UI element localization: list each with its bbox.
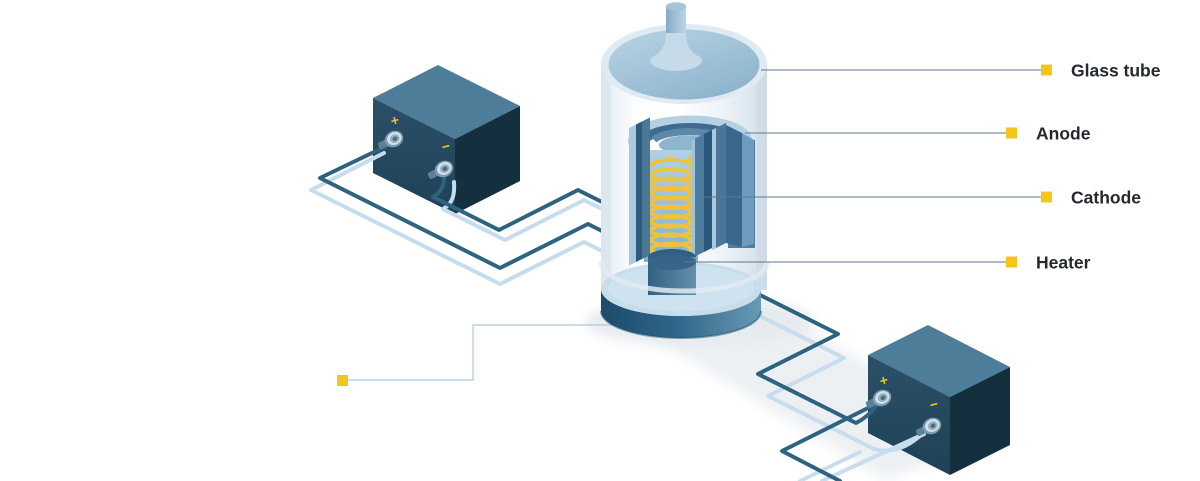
- glass-bottom-rim: [598, 261, 770, 294]
- battery-left: [373, 65, 520, 214]
- wire-right-dark-a: [740, 284, 878, 425]
- anode-cut-highlight: [712, 128, 716, 250]
- anode-label: Anode: [1036, 124, 1091, 144]
- battery-left-terminals: + −: [375, 111, 457, 184]
- anode-outer-right: [742, 133, 754, 247]
- battery-right-side-face: [950, 367, 1010, 475]
- battery-right-front-face: [868, 355, 950, 475]
- anode-cut-edge-left: [629, 124, 636, 266]
- tube-base: [598, 254, 770, 339]
- anode-inner-right: [726, 125, 742, 247]
- vacuum-tube: [598, 2, 770, 339]
- gap-left: [636, 121, 642, 262]
- gap-right: [704, 130, 712, 252]
- tube-top: [601, 2, 767, 104]
- glass-tube-label: Glass tube: [1071, 61, 1161, 81]
- battery-right-plus-symbol: +: [878, 371, 890, 389]
- wire-left-dark-a: [318, 139, 614, 270]
- callouts: Glass tube Anode Cathode Heater: [337, 61, 1161, 386]
- base-marker: [337, 375, 348, 386]
- base-side: [601, 289, 761, 338]
- battery-left-minus-symbol: −: [440, 137, 452, 155]
- electrode-assembly: [628, 115, 755, 295]
- anode-marker: [1006, 127, 1017, 139]
- cathode-label: Cathode: [1071, 188, 1141, 208]
- battery-left-front-face: [373, 98, 455, 214]
- base-callout-line: [348, 324, 640, 381]
- battery-left-plus-symbol: +: [389, 111, 401, 129]
- heater-marker: [1006, 256, 1017, 268]
- battery-left-side-face: [455, 106, 520, 214]
- cathode-cut-edge-left: [642, 117, 650, 259]
- base-bottom-edge: [600, 310, 762, 339]
- wires-light: [309, 151, 926, 481]
- battery-right-top-face: [868, 325, 1010, 397]
- stem-top-front: [648, 254, 696, 270]
- wire-left-light-a: [309, 151, 614, 286]
- glass-tube-marker: [1041, 64, 1052, 76]
- glass-edge-left: [601, 64, 611, 290]
- cathode-wall-highlight: [692, 138, 695, 258]
- wire-right-light-b: [820, 432, 926, 481]
- battery-right: [868, 325, 1010, 475]
- cutaway-slabs: [629, 117, 754, 266]
- wire-right-dark-b: [780, 404, 874, 481]
- funnel: [650, 31, 702, 71]
- heater-label: Heater: [1036, 253, 1091, 273]
- battery-right-minus-symbol: −: [928, 395, 940, 413]
- battery-right-terminals: + −: [863, 371, 945, 441]
- glass-edge-right: [757, 64, 767, 290]
- nipple: [666, 6, 686, 33]
- cathode-marker: [1041, 191, 1052, 203]
- battery-left-top-face: [373, 65, 520, 139]
- wire-right-light-c: [798, 450, 862, 481]
- nipple-top: [666, 2, 686, 11]
